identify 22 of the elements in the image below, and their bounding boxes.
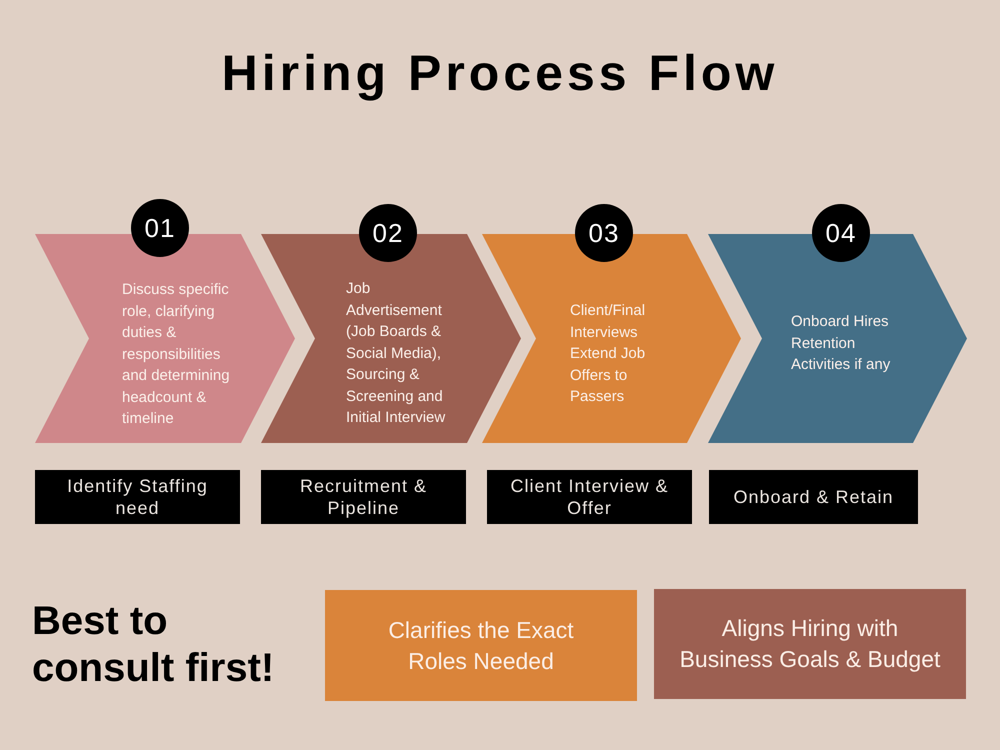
step-description: Client/Final Interviews Extend Job Offers to Passers [570, 302, 646, 405]
step-description: Job Advertisement (Job Boards & Social Media), Sourcing & Screening and Initial Interview [346, 280, 446, 426]
step-number: 04 [826, 218, 856, 248]
benefit-card [654, 589, 966, 699]
step-number: 03 [588, 218, 620, 248]
stage-label-bar [709, 470, 918, 524]
step-description: Discuss specific role, clarifying duties & responsibilities and determining headcount & timeline [122, 281, 230, 427]
step-number: 01 [144, 213, 176, 243]
stage-title: Recruitment & Pipeline [300, 476, 428, 518]
benefit-text: Aligns Hiring with Business Goals & Budget [680, 615, 940, 672]
stage-label-bar [35, 470, 240, 524]
stage-label-bar [261, 470, 466, 524]
benefit-card [325, 590, 637, 701]
stage-title: Client Interview & Offer [510, 476, 669, 518]
stage-title: Onboard & Retain [733, 487, 894, 507]
callout-text: Best to consult first! [32, 599, 274, 690]
stage-title: Identify Staffing need [67, 476, 208, 518]
title: Hiring Process Flow [222, 44, 778, 102]
step-description: Onboard Hires Retention Activities if any [791, 313, 890, 373]
step-number: 02 [372, 218, 404, 248]
stage-label-bar [487, 470, 692, 524]
benefit-text: Clarifies the Exact Roles Needed [388, 616, 574, 674]
